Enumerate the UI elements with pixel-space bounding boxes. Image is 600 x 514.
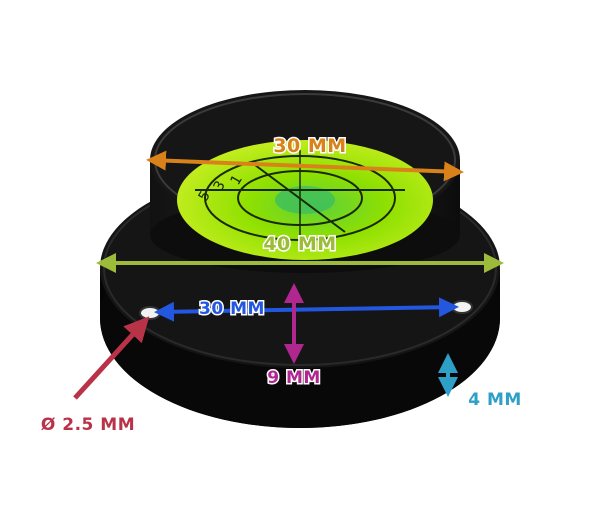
label-base-thickness: 4 MM [468,390,522,410]
label-base-diameter: 40 MM [263,233,336,255]
arrow-hole-diameter [73,316,150,400]
dimension-base-thickness: 4 MM [438,353,523,412]
dimension-hole-diameter: Ø 2.5 MM [39,316,150,437]
label-top-diameter: 30 MM [273,135,346,157]
label-height: 9 MM [267,368,321,388]
bubble [275,186,335,214]
mounting-hole-left [139,306,161,320]
label-hole-diameter: Ø 2.5 MM [41,415,135,435]
dimension-base-diameter: 40 MM [96,232,504,273]
label-hole-spacing: 30 MM [199,299,265,319]
arrow-hole-spacing [154,297,459,322]
dimension-hole-spacing: 30 MM [154,297,459,322]
dimension-top-diameter: 30 MM [146,134,464,182]
arrow-top-diameter [146,150,464,182]
dimension-height: 9 MM [266,283,322,390]
